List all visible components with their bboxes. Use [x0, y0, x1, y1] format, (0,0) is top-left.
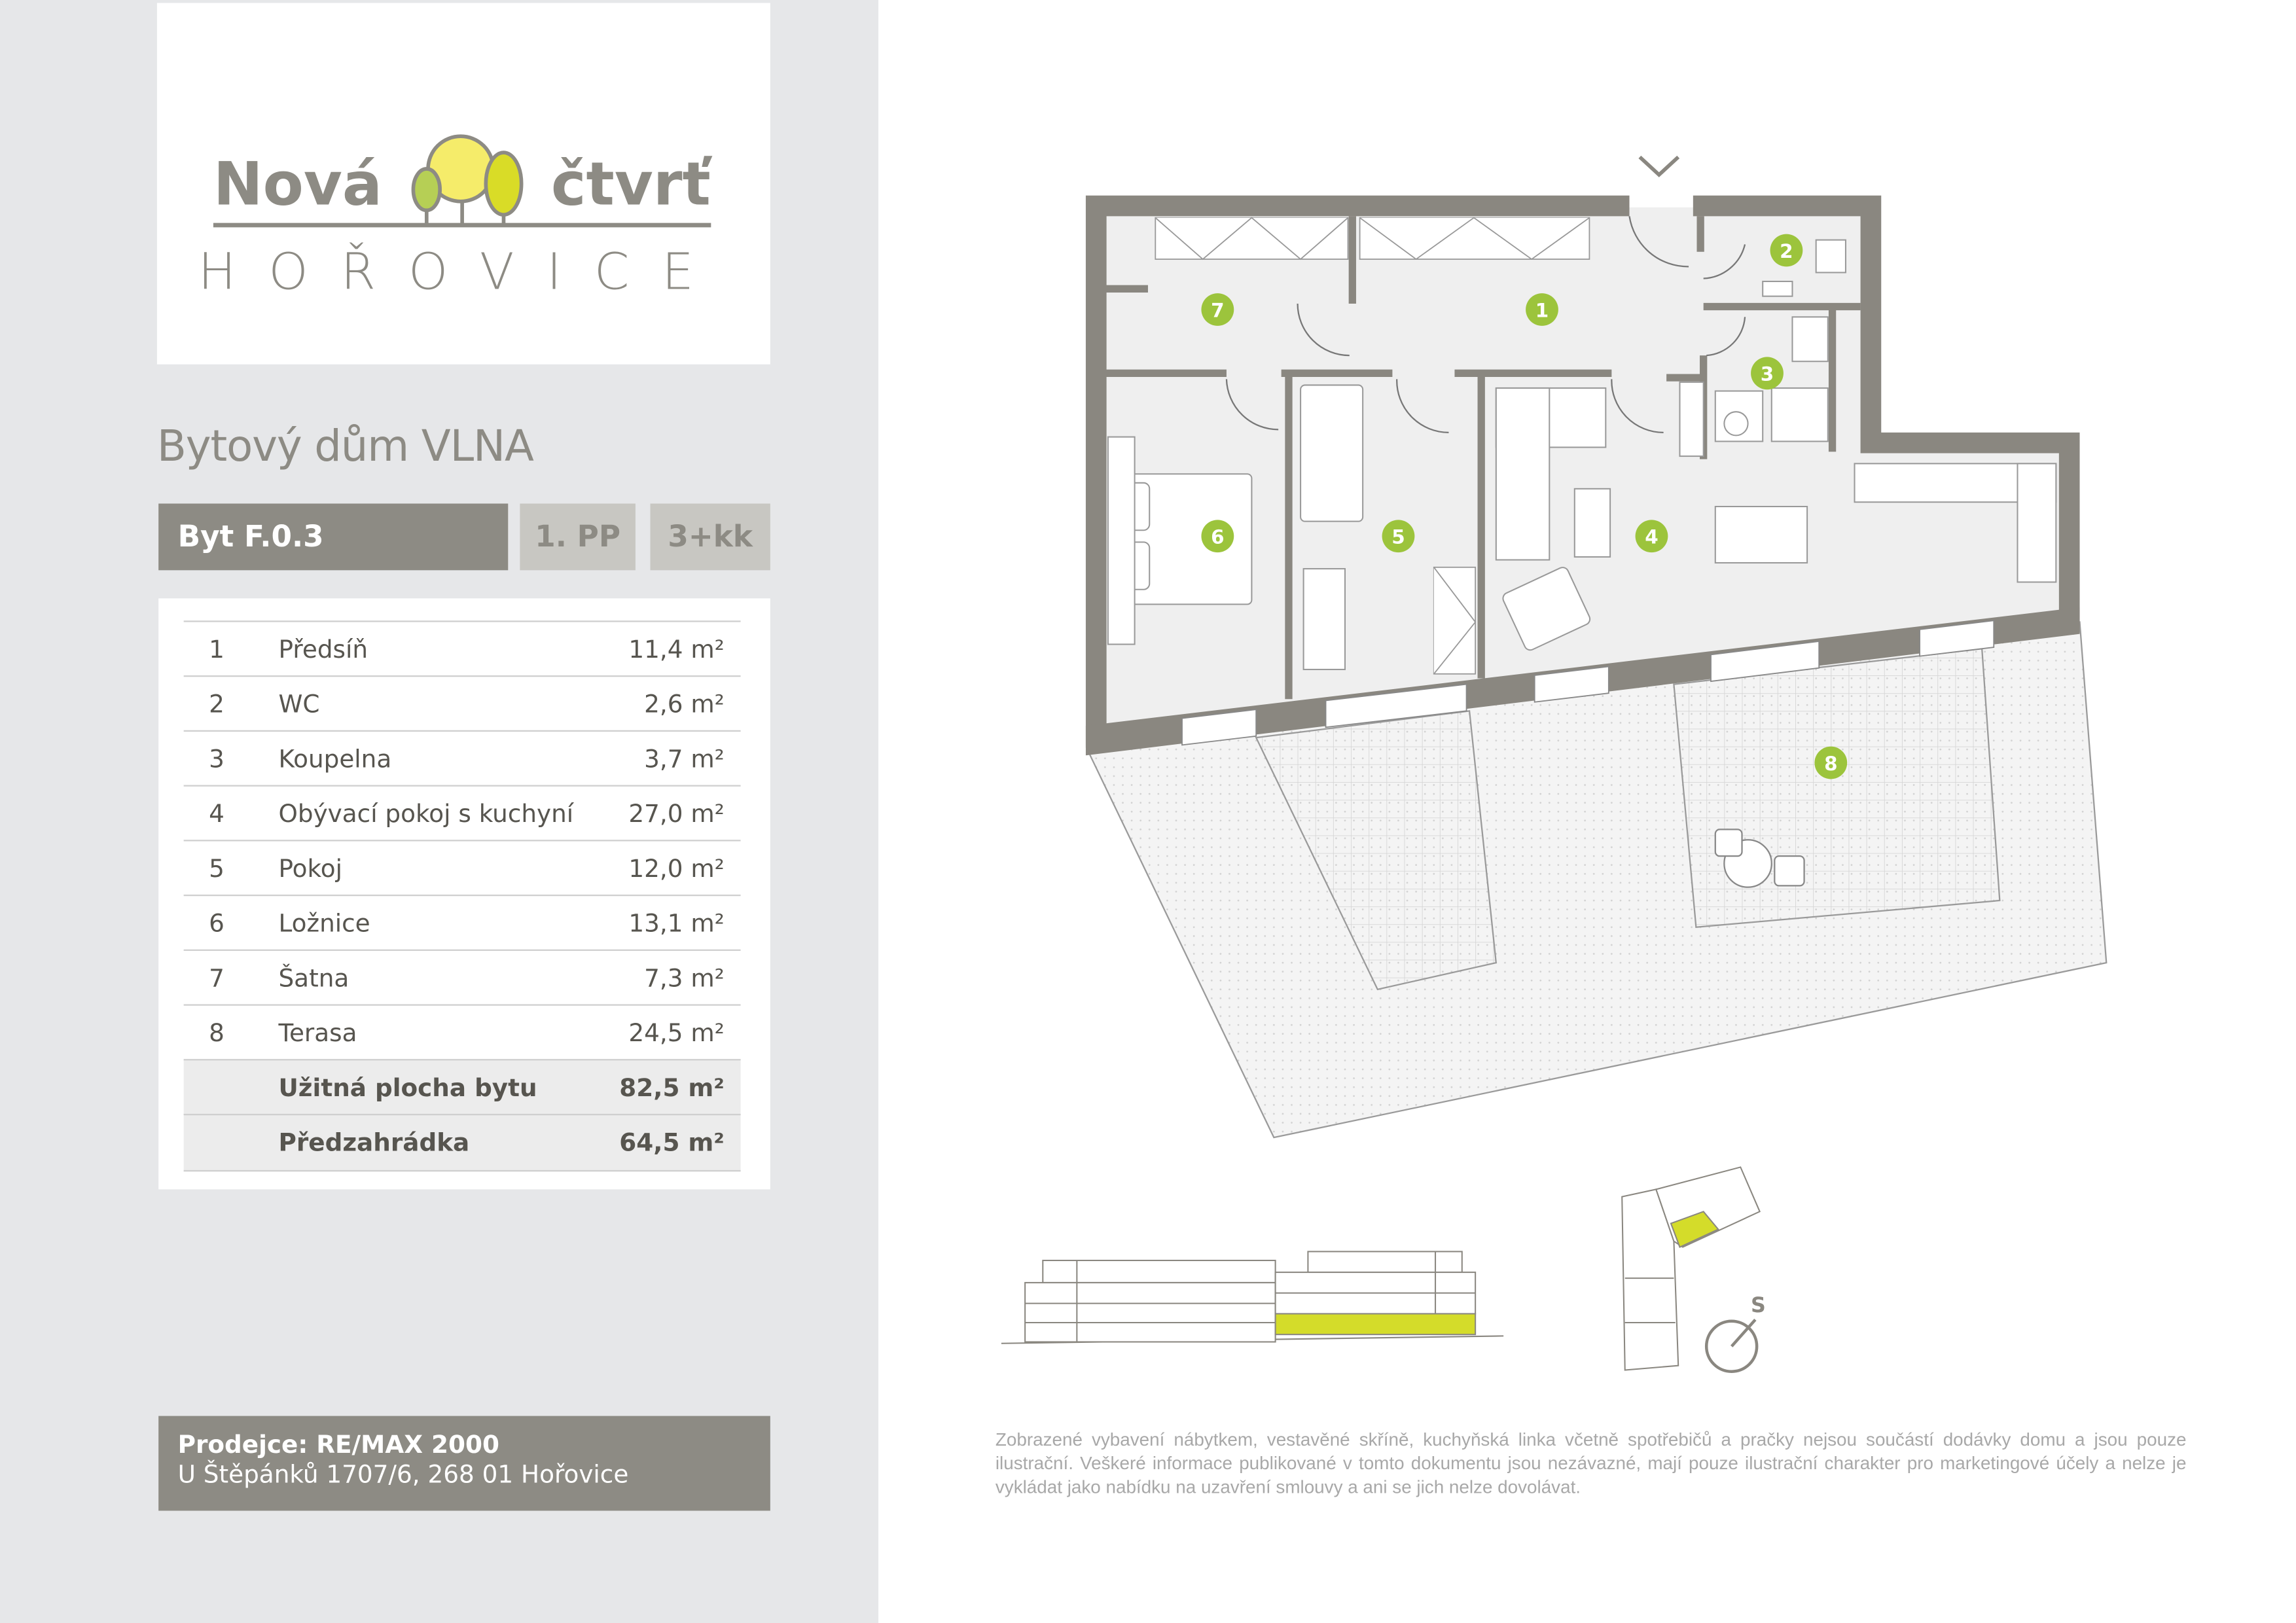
tree-icon: [411, 134, 524, 226]
table-row: 5 Pokoj 12,0 m²: [183, 840, 741, 896]
seller-box: Prodejce: RE/MAX 2000 U Štěpánků 1707/6,…: [158, 1416, 770, 1511]
room-badge-7: 7: [1201, 293, 1234, 326]
total-row: Užitná plocha bytu 82,5 m²: [183, 1059, 741, 1116]
room-number: 2: [209, 690, 224, 719]
logo: Nová čtvrť HOŘOVICE: [156, 3, 770, 365]
total-row: Předzahrádka 64,5 m²: [183, 1113, 741, 1172]
logo-text-nova: Nová: [213, 150, 382, 219]
apartment-id: Byt F.0.3: [158, 503, 509, 571]
interior-walls: [1105, 216, 1861, 700]
room-name: Koupelna: [278, 745, 392, 774]
svg-text:4: 4: [1645, 526, 1658, 548]
room-name: Ložnice: [278, 909, 370, 938]
room-number: 6: [209, 909, 224, 938]
room-table: 1 Předsíň 11,4 m² 2 WC 2,6 m² 3 Koupelna 3,7 m…: [158, 598, 770, 1190]
table-row: 1 Předsíň 11,4 m²: [183, 620, 741, 677]
room-name: WC: [278, 690, 320, 719]
seller-title: Prodejce: RE/MAX 2000: [177, 1431, 499, 1459]
entrance-chevron-icon: [1638, 155, 1680, 177]
apartment-floor: 1. PP: [520, 503, 636, 571]
compass-icon: S: [1704, 1294, 1766, 1373]
svg-text:6: 6: [1211, 526, 1224, 548]
room-number: 7: [209, 964, 224, 993]
building-elevation: [1001, 1251, 1504, 1344]
room-badge-2: 2: [1770, 234, 1803, 267]
terrace-left: [1255, 710, 1498, 991]
room-badge-8: 8: [1814, 746, 1848, 779]
room-badge-3: 3: [1751, 357, 1784, 390]
doors: [1225, 216, 1746, 433]
site-plan: [1621, 1166, 1761, 1371]
room-badges: 1 2 3 4 5 6 7 8: [1201, 234, 1848, 779]
room-area: 7,3 m²: [644, 964, 725, 993]
table-row: 3 Koupelna 3,7 m²: [183, 730, 741, 787]
room-area: 13,1 m²: [628, 909, 725, 938]
disclaimer: Zobrazené vybavení nábytkem, vestavěné s…: [995, 1429, 2187, 1498]
room-area: 12,0 m²: [628, 854, 725, 883]
total-area: 82,5 m²: [619, 1073, 725, 1102]
room-number: 3: [209, 745, 224, 774]
room-name: Šatna: [278, 964, 350, 993]
logo-graphic: Nová čtvrť HOŘOVICE: [198, 134, 726, 301]
svg-text:8: 8: [1824, 753, 1837, 775]
room-badge-6: 6: [1201, 520, 1234, 553]
logo-text-horovice: HOŘOVICE: [198, 242, 726, 301]
total-label: Předzahrádka: [278, 1128, 470, 1157]
table-row: 4 Obývací pokoj s kuchyní 27,0 m²: [183, 785, 741, 841]
room-number: 4: [209, 800, 224, 829]
total-area: 64,5 m²: [619, 1128, 725, 1157]
svg-text:5: 5: [1391, 526, 1405, 548]
logo-text-ctvrt: čtvrť: [551, 150, 713, 219]
room-area: 2,6 m²: [644, 690, 725, 719]
room-badge-4: 4: [1635, 520, 1668, 553]
total-label: Užitná plocha bytu: [278, 1073, 537, 1102]
room-area: 11,4 m²: [628, 635, 725, 664]
windows: [1181, 620, 1995, 746]
room-number: 1: [209, 635, 224, 664]
room-area: 24,5 m²: [628, 1019, 725, 1048]
room-area: 3,7 m²: [644, 745, 725, 774]
table-row: 6 Ložnice 13,1 m²: [183, 894, 741, 951]
terrace-right: [1673, 648, 2001, 928]
svg-text:7: 7: [1211, 299, 1224, 321]
table-row: 8 Terasa 24,5 m²: [183, 1004, 741, 1060]
compass-label: S: [1751, 1294, 1766, 1317]
svg-text:2: 2: [1780, 240, 1793, 262]
room-name: Obývací pokoj s kuchyní: [278, 800, 574, 829]
svg-text:3: 3: [1761, 363, 1774, 385]
terrace-furniture: [1714, 829, 1805, 888]
room-badge-1: 1: [1526, 293, 1558, 326]
room-number: 8: [209, 1019, 224, 1048]
room-name: Terasa: [278, 1019, 357, 1048]
table-row: 7 Šatna 7,3 m²: [183, 949, 741, 1006]
apartment-layout: 3+kk: [650, 503, 770, 571]
room-badge-5: 5: [1382, 520, 1415, 553]
svg-text:1: 1: [1535, 299, 1549, 321]
room-number: 5: [209, 854, 224, 883]
walls: [1085, 195, 2080, 748]
room-name: Pokoj: [278, 854, 343, 883]
table-row: 2 WC 2,6 m²: [183, 675, 741, 732]
furniture: [1107, 239, 2057, 670]
wardrobes: [1155, 217, 1590, 675]
building-name: Bytový dům VLNA: [156, 420, 534, 471]
room-name: Předsíň: [278, 635, 368, 664]
seller-address: U Štěpánků 1707/6, 268 01 Hořovice: [177, 1460, 629, 1489]
room-area: 27,0 m²: [628, 800, 725, 829]
